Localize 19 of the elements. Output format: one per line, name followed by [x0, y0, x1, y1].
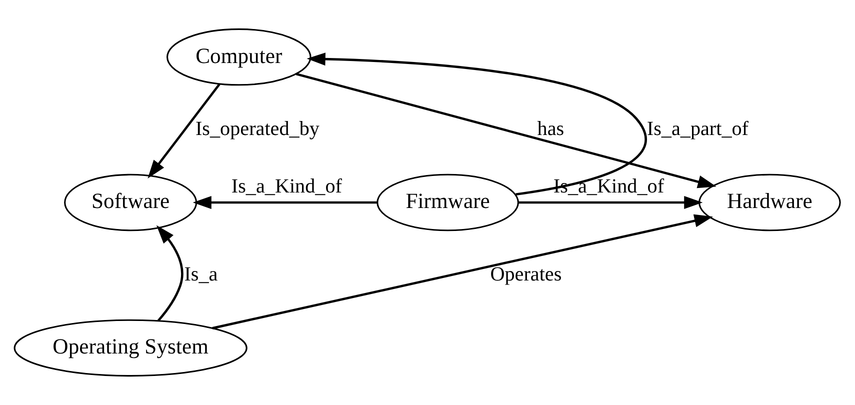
node-ellipse: Computer: [166, 28, 312, 86]
node-ellipse: Operating System: [14, 319, 248, 377]
node-ellipse: Software: [64, 174, 198, 232]
arrow: [518, 196, 703, 210]
arrow: [148, 83, 220, 178]
edge-label: Operates: [490, 263, 562, 286]
arrow: [156, 225, 184, 322]
edge-label: Is_a_part_of: [646, 118, 749, 140]
arrow: [306, 52, 646, 196]
node-ellipse: Hardware: [698, 174, 841, 232]
edge-label: Is_a: [184, 263, 218, 286]
node-ellipse: Firmware: [376, 174, 519, 232]
edge-label: Is_operated_by: [195, 118, 320, 140]
arrow: [212, 214, 713, 330]
edge-label: Is_a_Kind_of: [231, 175, 342, 198]
arrow: [192, 196, 378, 209]
arrow: [296, 72, 716, 188]
edge-label: Is_a_Kind_of: [553, 175, 664, 198]
edge-label: has: [537, 118, 564, 140]
